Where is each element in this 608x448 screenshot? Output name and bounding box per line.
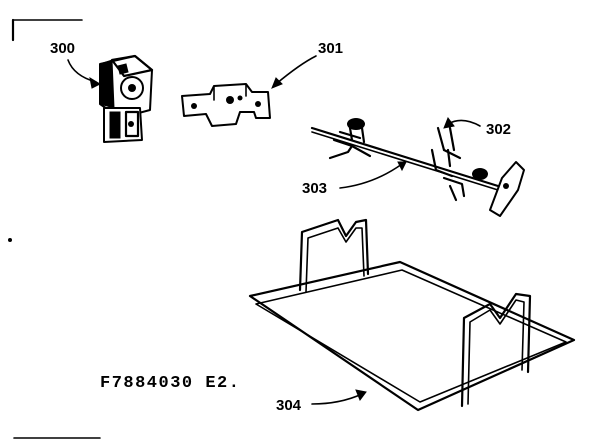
fork-icon <box>436 126 462 160</box>
bracket-icon <box>181 83 271 127</box>
motor-icon <box>99 54 154 143</box>
callout-labels: 300 301 302 303 304 <box>50 40 511 414</box>
callout-300: 300 <box>50 40 75 57</box>
callout-301: 301 <box>318 40 343 57</box>
drawing-code: F7884030 E2. <box>100 374 240 393</box>
leader-lines <box>67 55 481 405</box>
callout-303: 303 <box>302 180 327 197</box>
spit-rod-icon <box>310 118 525 217</box>
callout-304: 304 <box>276 397 302 414</box>
wire-rack-icon <box>248 218 576 412</box>
border-marks <box>8 18 101 439</box>
callout-302: 302 <box>486 121 511 138</box>
